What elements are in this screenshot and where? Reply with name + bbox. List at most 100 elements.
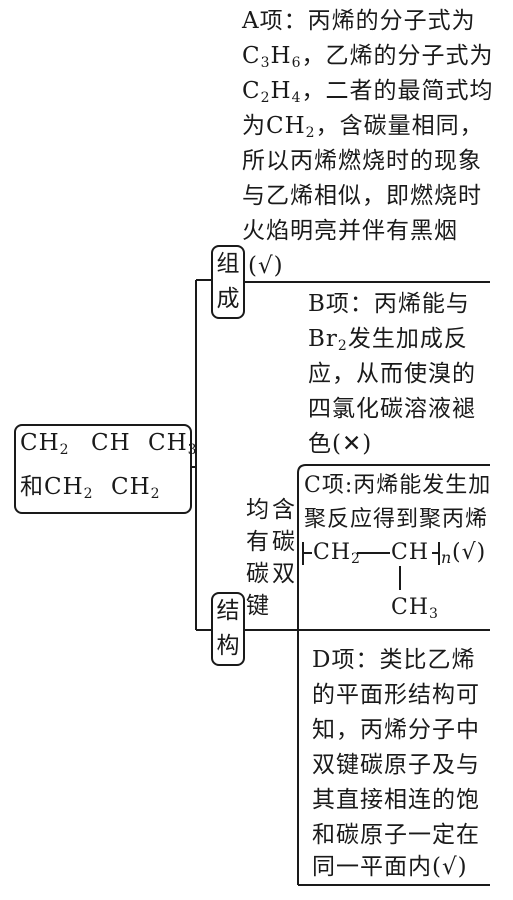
ethylene-formula: 和CH2 bbox=[20, 470, 94, 512]
option-c-line-1: C项:丙烯能发生加 bbox=[304, 468, 491, 503]
text: 所以丙烯燃烧时的现象 bbox=[242, 148, 482, 174]
option-b-line-5: 色(✕) bbox=[308, 427, 372, 462]
formula-subscript: 2 bbox=[150, 486, 161, 502]
polypropylene-n: n bbox=[441, 548, 452, 568]
note-char: 键 bbox=[246, 593, 270, 619]
text: 发生加成反 bbox=[347, 326, 468, 352]
option-a-line-5: 所以丙烯燃烧时的现象 bbox=[242, 144, 482, 179]
text: 同一平面内(√) bbox=[312, 854, 468, 880]
option-a-line-2: C3H6，乙烯的分子式为 bbox=[242, 39, 494, 81]
text: A项：丙烯的分子式为 bbox=[242, 8, 476, 34]
formula-subscript: 3 bbox=[187, 442, 198, 458]
polypropylene-ch: CH bbox=[391, 535, 429, 570]
text: D项：类比乙烯 bbox=[312, 647, 476, 673]
propene-formula-ch: CH bbox=[91, 426, 131, 461]
double-bond-note-col1: 均 有 碳 键 bbox=[246, 494, 270, 622]
text: 和碳原子一定在 bbox=[312, 822, 480, 848]
text: CH bbox=[391, 595, 430, 620]
text: CH bbox=[391, 540, 430, 565]
polypropylene-mark: (√) bbox=[452, 535, 486, 570]
option-d-line-1: D项：类比乙烯 bbox=[312, 643, 475, 678]
subscript: 3 bbox=[429, 606, 439, 622]
subscript: 3 bbox=[260, 55, 271, 71]
text: Br bbox=[308, 326, 338, 352]
text: 知，丙烯分子中 bbox=[312, 717, 480, 743]
option-a-line-4: 为CH2，含碳量相同， bbox=[242, 109, 484, 151]
text: 四氯化碳溶液褪 bbox=[308, 396, 476, 422]
text: H bbox=[270, 43, 292, 69]
double-bond-note-col2: 含 碳 双 bbox=[272, 494, 296, 590]
option-a-line-8: (√) bbox=[248, 249, 284, 284]
text: 双键碳原子及与 bbox=[312, 752, 480, 778]
option-d-line-3: 知，丙烯分子中 bbox=[312, 713, 480, 748]
option-b-line-3: 应，从而使溴的 bbox=[308, 357, 476, 392]
text: C bbox=[242, 43, 261, 69]
text: ，乙烯的分子式为 bbox=[301, 43, 494, 69]
option-d-line-7: 同一平面内(√) bbox=[312, 850, 468, 885]
subscript: 2 bbox=[337, 338, 348, 354]
option-a-line-6: 与乙烯相似，即燃烧时 bbox=[242, 179, 482, 214]
text: 其直接相连的饱 bbox=[312, 787, 480, 813]
subscript: 2 bbox=[351, 551, 361, 567]
label-char: 成 bbox=[216, 286, 240, 312]
ethylene-formula-ch2: CH2 bbox=[111, 470, 161, 512]
option-a-line-7: 火焰明亮并伴有黑烟 bbox=[242, 214, 458, 249]
formula-part: CH bbox=[20, 430, 60, 456]
formula-part: CH bbox=[91, 430, 131, 456]
structure-label: 结 构 bbox=[211, 592, 245, 666]
check-mark: (√) bbox=[452, 540, 487, 565]
text: B项：丙烯能与 bbox=[308, 291, 470, 317]
text: CH bbox=[313, 540, 352, 565]
option-a-line-1: A项：丙烯的分子式为 bbox=[242, 4, 476, 39]
text: ，二者的最简式均 bbox=[301, 78, 494, 104]
text: 应，从而使溴的 bbox=[308, 361, 476, 387]
note-char: 双 bbox=[272, 561, 296, 587]
check-mark: (√) bbox=[248, 253, 284, 279]
text: 火焰明亮并伴有黑烟 bbox=[242, 218, 458, 244]
option-a-line-3: C2H4，二者的最简式均 bbox=[242, 74, 494, 116]
option-d-line-5: 其直接相连的饱 bbox=[312, 783, 480, 818]
option-d-line-2: 的平面形结构可 bbox=[312, 678, 480, 713]
note-char: 含 bbox=[272, 497, 296, 523]
polypropylene-ch3: CH3 bbox=[391, 590, 439, 632]
formula-subscript: 2 bbox=[59, 442, 70, 458]
subscript: 4 bbox=[291, 90, 302, 106]
note-char: 碳 bbox=[272, 529, 296, 555]
note-char: 碳 bbox=[246, 561, 270, 587]
note-char: 有 bbox=[246, 529, 270, 555]
option-b-line-4: 四氯化碳溶液褪 bbox=[308, 392, 476, 427]
cross-mark: 色(✕) bbox=[308, 431, 373, 457]
subscript: 6 bbox=[291, 55, 302, 71]
option-b-line-1: B项：丙烯能与 bbox=[308, 287, 470, 322]
subscript: n bbox=[441, 548, 453, 567]
text: 聚反应得到聚丙烯 bbox=[304, 507, 489, 532]
propene-ethylene-box bbox=[14, 424, 192, 514]
text: 的平面形结构可 bbox=[312, 682, 480, 708]
polypropylene-ch2: CH2 bbox=[313, 535, 361, 577]
formula-subscript: 2 bbox=[83, 486, 94, 502]
option-c-bracket bbox=[297, 464, 490, 630]
text: C bbox=[242, 78, 261, 104]
propene-formula-ch3: CH3 bbox=[148, 426, 198, 468]
label-char: 组 bbox=[216, 251, 240, 277]
option-d-line-4: 双键碳原子及与 bbox=[312, 748, 480, 783]
text: ，含碳量相同， bbox=[315, 113, 484, 139]
formula-part: CH bbox=[148, 430, 188, 456]
text: C项:丙烯能发生加 bbox=[304, 473, 492, 498]
composition-label: 组 成 bbox=[211, 245, 245, 319]
note-char: 均 bbox=[246, 497, 270, 523]
propene-formula: CH2 bbox=[20, 426, 70, 468]
option-b-line-2: Br2发生加成反 bbox=[308, 322, 468, 364]
label-char: 结 bbox=[216, 598, 240, 624]
text: 为CH bbox=[242, 113, 306, 139]
option-d-line-6: 和碳原子一定在 bbox=[312, 818, 480, 853]
option-c-line-2: 聚反应得到聚丙烯 bbox=[304, 502, 488, 537]
label-char: 构 bbox=[216, 633, 240, 659]
formula-part: 和CH bbox=[20, 474, 84, 500]
subscript: 2 bbox=[305, 125, 316, 141]
text: H bbox=[270, 78, 292, 104]
text: 与乙烯相似，即燃烧时 bbox=[242, 183, 482, 209]
subscript: 2 bbox=[260, 90, 271, 106]
formula-part: CH bbox=[111, 474, 151, 500]
